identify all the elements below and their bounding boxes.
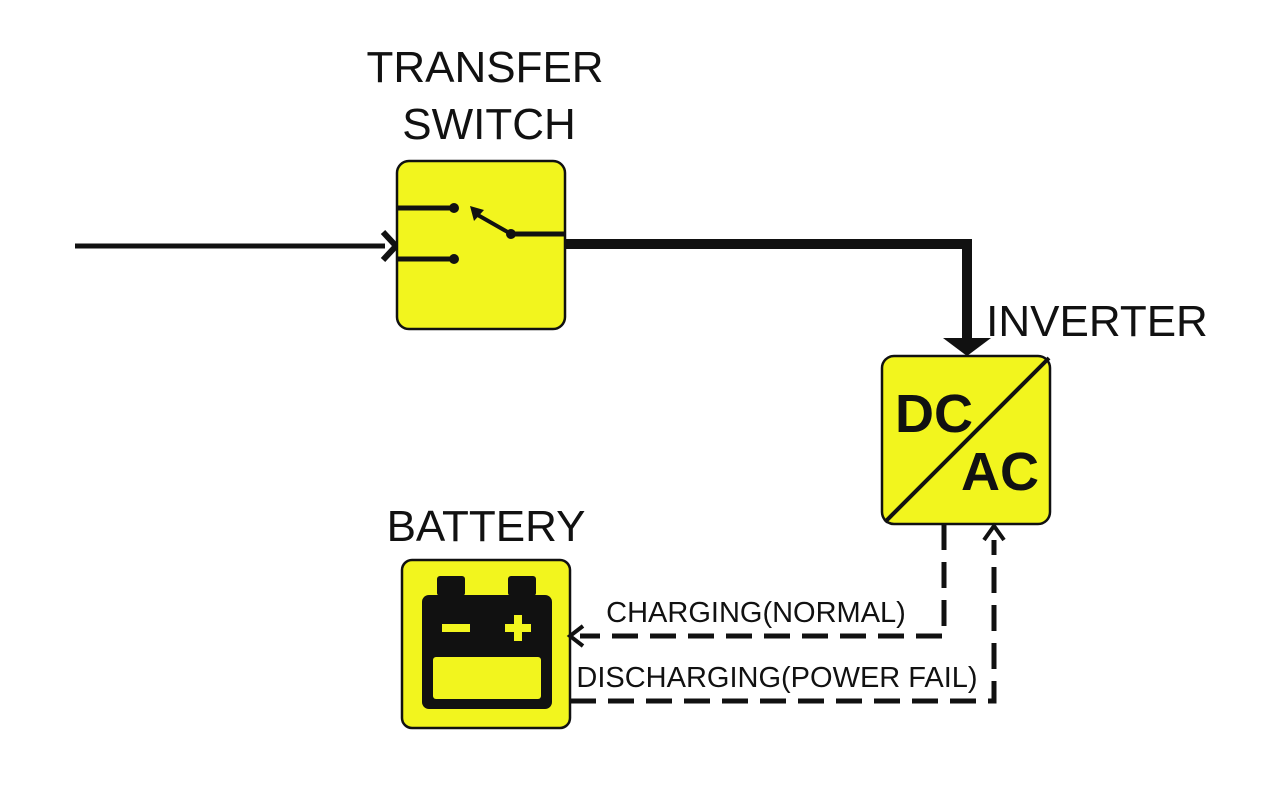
inverter-title: INVERTER xyxy=(986,297,1208,346)
charging-path-line xyxy=(580,524,947,639)
switch-symbol-icon xyxy=(397,203,565,264)
battery-icon xyxy=(422,576,552,709)
discharging-path-line xyxy=(570,540,997,704)
discharging-label: DISCHARGING(POWER FAIL) xyxy=(576,662,977,694)
inverter-divider-line xyxy=(883,356,1051,524)
inverter-ac-label: AC xyxy=(961,442,1039,502)
charging-label: CHARGING(NORMAL) xyxy=(606,597,906,629)
charging-arrowhead xyxy=(566,624,585,648)
battery-title: BATTERY xyxy=(387,502,586,551)
inverter-input-arrowhead xyxy=(943,338,991,356)
output-power-line xyxy=(565,239,972,338)
transfer-switch-box xyxy=(395,159,567,331)
transfer-switch-title-line1: TRANSFER xyxy=(366,43,603,92)
transfer-switch-title-line2: SWITCH xyxy=(402,100,576,149)
inverter-dc-label: DC xyxy=(895,384,973,444)
discharging-arrowhead xyxy=(982,522,1006,542)
